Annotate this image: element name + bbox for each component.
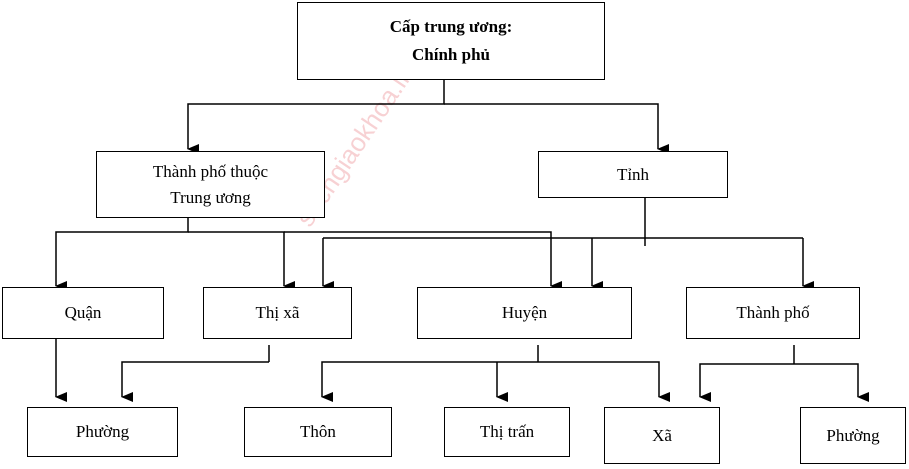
node-urban-district: Quận	[2, 287, 164, 339]
node-urban-district-label: Quận	[64, 303, 102, 322]
node-central-line1: Cấp trung ương:	[389, 17, 513, 36]
node-central-line2: Chính phủ	[412, 45, 490, 64]
node-hamlet-label: Thôn	[300, 422, 336, 441]
node-commune: Xã	[604, 407, 720, 464]
node-province: Tỉnh	[538, 151, 728, 198]
node-ward-2-label: Phường	[826, 425, 880, 445]
node-provincial-city-label: Thành phố	[736, 303, 810, 322]
connector-city-to-town	[188, 231, 295, 291]
connector-huyen-to-hamlet	[321, 361, 538, 402]
node-central-government: Cấp trung ương: Chính phủ	[297, 2, 605, 80]
node-commune-label: Xã	[652, 425, 672, 445]
node-ward-1-label: Phường	[75, 422, 130, 441]
node-central-city-line2: Trung ương	[170, 187, 251, 207]
connector-city-to-huyen	[284, 231, 562, 291]
connector-central-to-province	[444, 103, 669, 154]
connector-huyen-to-commune	[538, 361, 670, 402]
connector-city-to-district	[55, 218, 189, 291]
node-province-label: Tỉnh	[616, 164, 650, 184]
node-rural-district: Huyện	[417, 287, 632, 339]
node-town: Thị xã	[203, 287, 352, 339]
node-township-label: Thị trấn	[479, 422, 535, 441]
connector-central-to-city	[187, 80, 445, 154]
connector-provcity-to-commune	[699, 363, 794, 402]
node-town-label: Thị xã	[255, 303, 300, 322]
node-provincial-city: Thành phố	[686, 287, 860, 339]
node-ward-2: Phường	[800, 407, 906, 464]
node-township: Thị trấn	[444, 407, 570, 457]
node-central-city-line1: Thành phố thuộc	[152, 161, 269, 181]
node-central-city: Thành phố thuộc Trung ương	[96, 151, 325, 218]
connector-provcity-to-ward	[794, 363, 869, 402]
connector-town-to-ward	[121, 361, 269, 402]
node-ward-1: Phường	[27, 407, 178, 457]
node-hamlet: Thôn	[244, 407, 392, 457]
node-rural-district-label: Huyện	[501, 303, 548, 322]
